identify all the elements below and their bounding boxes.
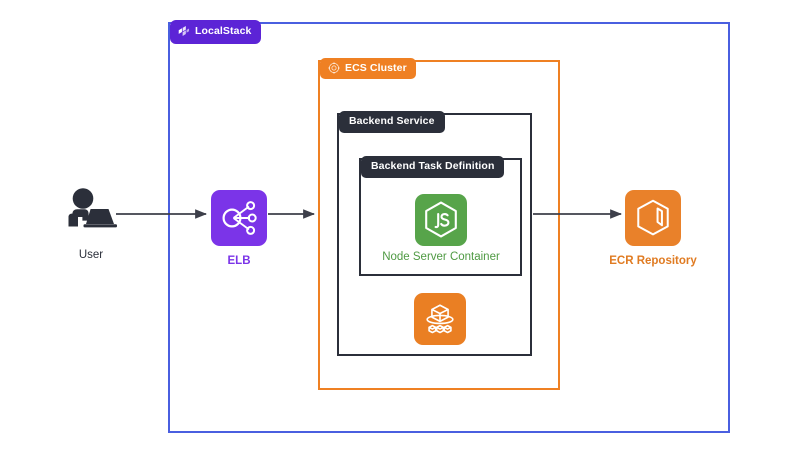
nodejs-js-hexagon-icon: [415, 194, 467, 246]
node-user[interactable]: User: [43, 186, 139, 262]
group-label-backend-service-text: Backend Service: [349, 115, 435, 127]
group-label-backend-task-definition[interactable]: Backend Task Definition: [361, 156, 505, 178]
group-label-localstack-text: LocalStack: [195, 25, 252, 38]
localstack-logo-icon: [177, 25, 190, 38]
user-at-laptop-icon: [62, 186, 120, 236]
group-box-ecs-cluster: [318, 60, 560, 390]
node-ecr-repository-label: ECR Repository: [609, 255, 697, 267]
node-elb-label: ELB: [227, 255, 251, 267]
ecs-container-cube-icon: [414, 293, 466, 345]
group-label-ecs-cluster-text: ECS Cluster: [345, 61, 407, 74]
ecs-cluster-icon: [328, 62, 340, 74]
group-label-backend-task-definition-text: Backend Task Definition: [371, 160, 495, 172]
group-label-ecs-cluster[interactable]: ECS Cluster: [320, 58, 416, 79]
node-elb[interactable]: ELB: [211, 190, 267, 268]
ecr-registry-box-icon: [625, 190, 681, 246]
group-label-localstack[interactable]: LocalStack: [170, 20, 262, 44]
node-ecr-repository[interactable]: ECR Repository: [609, 190, 697, 268]
node-node-server-container-label: Node Server Container: [382, 251, 500, 263]
load-balancer-icon: [211, 190, 267, 246]
group-box-localstack: [168, 22, 730, 433]
node-ecs-task[interactable]: [414, 293, 466, 345]
group-label-backend-service[interactable]: Backend Service: [339, 111, 445, 133]
node-node-server-container[interactable]: Node Server Container: [382, 194, 500, 263]
node-user-label: User: [78, 249, 104, 261]
